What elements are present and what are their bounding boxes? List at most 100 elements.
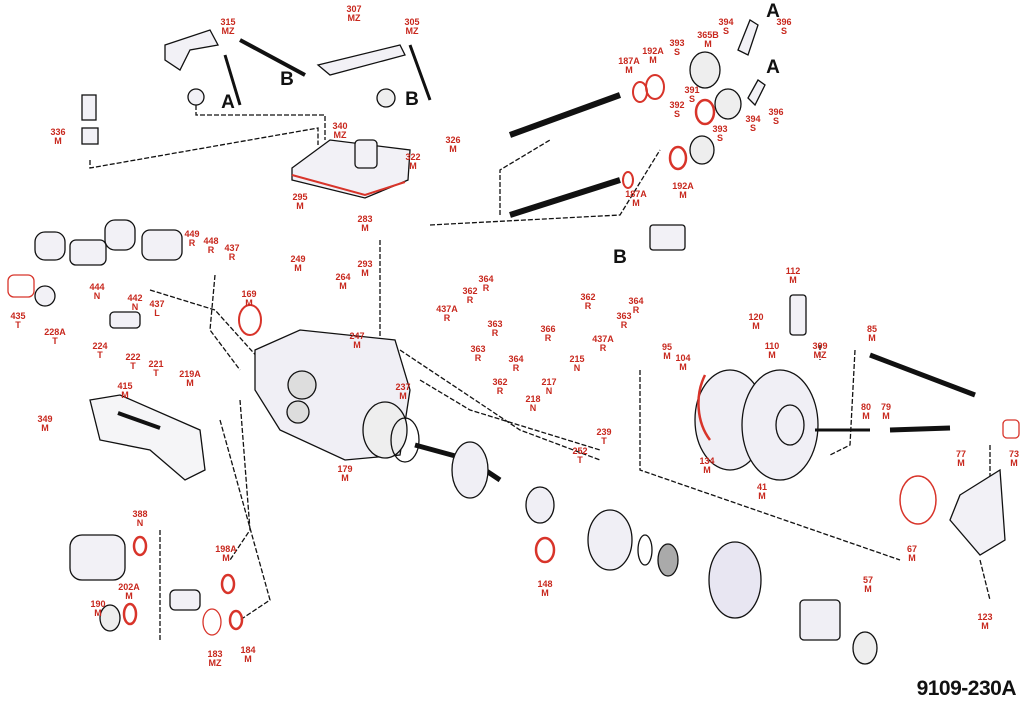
part-kit-code: R	[584, 301, 592, 311]
part-kit-code: M	[768, 350, 776, 360]
part-number: 293	[357, 259, 373, 269]
part-kit-code: M	[862, 411, 870, 421]
reference-letter-b: B	[613, 247, 627, 268]
part-number: 57	[862, 575, 874, 585]
part-number: 187A	[625, 189, 647, 199]
part-number: 437	[149, 299, 165, 309]
part-kit-code: N	[545, 386, 553, 396]
part-number: 224	[92, 341, 108, 351]
part-kit-code: M	[864, 584, 872, 594]
part-number: 252	[572, 446, 588, 456]
part-kit-code: M	[649, 55, 657, 65]
part-kit-code: T	[97, 350, 103, 360]
part-kit-code: R	[443, 313, 451, 323]
part-number: 218	[525, 394, 541, 404]
part-kit-code: T	[52, 336, 58, 346]
part-number: 437	[224, 243, 240, 253]
part-number: 363	[470, 344, 486, 354]
part-number: 391	[684, 85, 700, 95]
part-number: 362	[580, 292, 596, 302]
part-kit-code: N	[573, 363, 581, 373]
part-kit-code: M	[245, 298, 253, 308]
part-kit-code: M	[758, 491, 766, 501]
part-kit-code: R	[599, 343, 607, 353]
part-number: 169	[241, 289, 257, 299]
part-number: 415	[117, 381, 133, 391]
part-kit-code: M	[94, 608, 102, 618]
part-kit-code: T	[601, 436, 607, 446]
part-number: 392	[669, 100, 685, 110]
part-kit-code: N	[136, 518, 144, 528]
part-number: 437A	[592, 334, 614, 344]
part-number: 283	[357, 214, 373, 224]
part-kit-code: R	[620, 320, 628, 330]
part-kit-code: M	[125, 591, 133, 601]
part-number: 239	[596, 427, 612, 437]
part-kit-code: M	[1010, 458, 1018, 468]
part-kit-code: M	[789, 275, 797, 285]
part-kit-code: M	[41, 423, 49, 433]
part-number: 112	[785, 266, 801, 276]
part-kit-code: M	[399, 391, 407, 401]
part-kit-code: M	[54, 136, 62, 146]
part-kit-code: S	[673, 47, 680, 57]
part-number: 326	[445, 135, 461, 145]
part-kit-code: N	[529, 403, 537, 413]
reference-letter-b: B	[280, 69, 294, 90]
part-number: 187A	[618, 56, 640, 66]
part-number: 449	[184, 229, 200, 239]
part-number: 315	[220, 17, 236, 27]
part-number: 448	[203, 236, 219, 246]
part-number: 190	[90, 599, 106, 609]
part-kit-code: M	[541, 588, 549, 598]
part-number: 307	[346, 4, 362, 14]
part-number: 85	[866, 324, 878, 334]
part-number: 363	[616, 311, 632, 321]
part-kit-code: R	[228, 252, 236, 262]
part-kit-code: R	[496, 386, 504, 396]
part-kit-code: T	[153, 368, 159, 378]
part-number: 396	[768, 107, 784, 117]
part-number: 437A	[436, 304, 458, 314]
part-kit-code: T	[130, 361, 136, 371]
part-kit-code: R	[512, 363, 520, 373]
part-kit-code: R	[632, 305, 640, 315]
part-number: 396	[776, 17, 792, 27]
diagram-part-number: 9109-230A	[916, 677, 1017, 700]
part-number: 362	[462, 286, 478, 296]
